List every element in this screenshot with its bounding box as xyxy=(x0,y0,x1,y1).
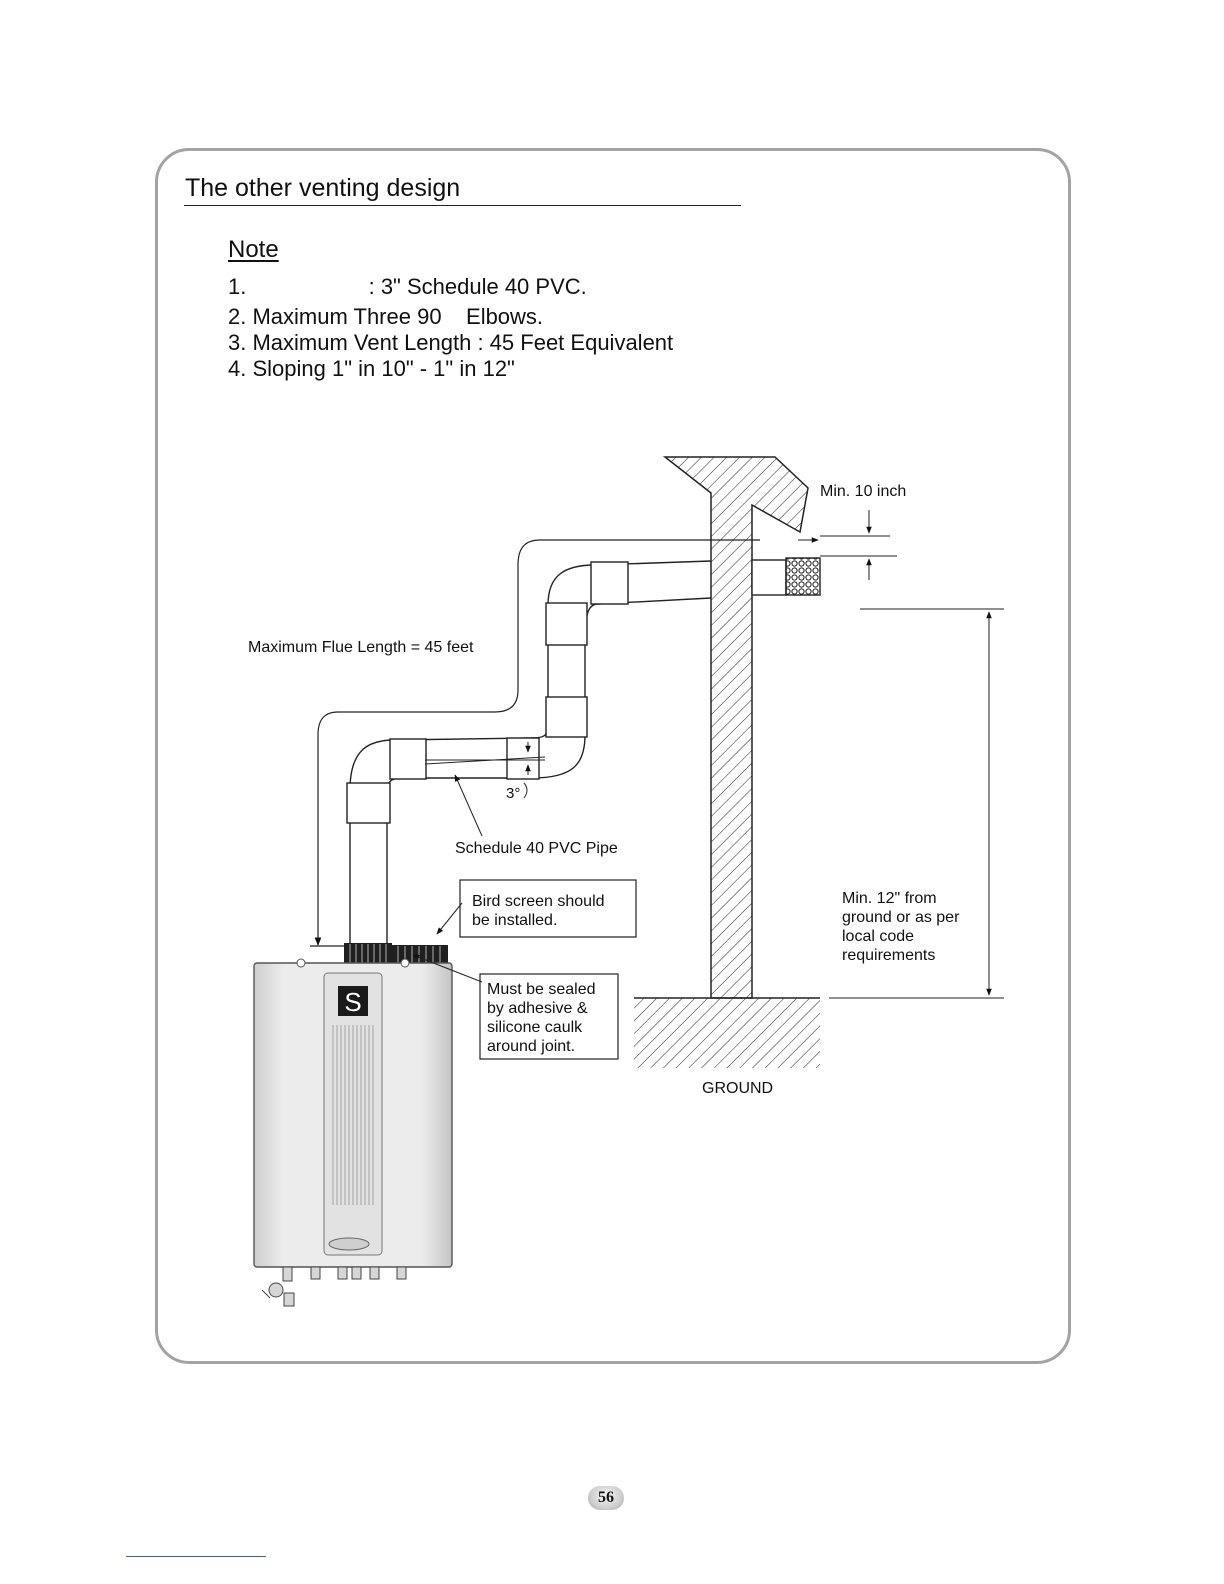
pipe-couplings xyxy=(346,559,787,824)
flue-length-label: Maximum Flue Length = 45 feet xyxy=(248,639,474,656)
exterior-wall xyxy=(662,456,809,999)
min-12-inch-dimension xyxy=(829,608,1004,999)
min-12-inch-label: Min. 12" from ground or as per local cod… xyxy=(842,890,964,964)
content-frame xyxy=(155,148,1071,1364)
bird-screen-terminal xyxy=(785,557,821,596)
min-10-inch-dimension xyxy=(798,510,897,580)
section-title: The other venting design xyxy=(185,174,461,202)
svg-text:Must be sealed by adhesi: Must be sealed by adhesive & silicone ca… xyxy=(487,981,600,1055)
footer-link-underline[interactable] xyxy=(126,1556,266,1557)
svg-text:Bird screen should be in: Bird screen should be installed. xyxy=(472,893,609,929)
bird-screen-callout: Bird screen should be installed. xyxy=(436,879,637,938)
note-line-3: 3. Maximum Vent Length : 45 Feet Equival… xyxy=(228,330,674,355)
slope-indicator xyxy=(424,742,546,799)
min-10-inch-label: Min. 10 inch xyxy=(820,483,906,500)
note-line-2: 2. Maximum Three 90 Elbows. xyxy=(228,304,544,329)
water-heater: S xyxy=(253,943,453,1307)
ground xyxy=(634,997,820,1068)
sealed-joint-callout: Must be sealed by adhesive & silicone ca… xyxy=(412,954,619,1060)
slope-angle-label: 3° xyxy=(506,785,520,802)
note-heading: Note xyxy=(228,236,279,263)
note-line-4: 4. Sloping 1" in 10" - 1" in 12" xyxy=(228,356,515,381)
note-line-1: 1. : 3" Schedule 40 PVC. xyxy=(228,274,587,299)
title-underline xyxy=(184,205,741,206)
pipe-label-leader xyxy=(454,774,483,837)
flue-length-dimension xyxy=(310,539,760,947)
svg-text:S: S xyxy=(344,987,361,1017)
page-number: 56 xyxy=(588,1486,624,1510)
ground-label: GROUND xyxy=(702,1080,773,1097)
pipe-label: Schedule 40 PVC Pipe xyxy=(455,840,618,857)
